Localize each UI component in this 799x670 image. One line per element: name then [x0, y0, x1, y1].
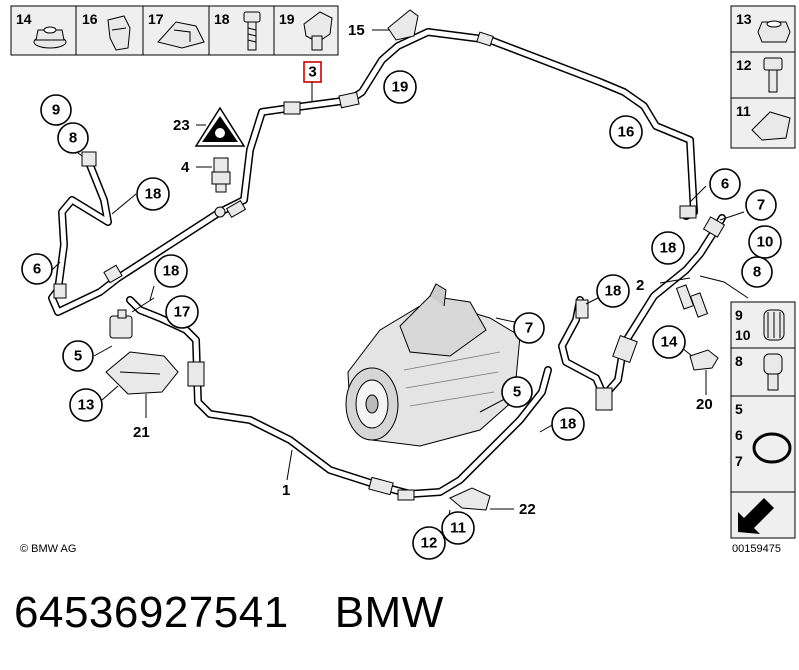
- bracket-15-part: [387, 9, 419, 41]
- valve-cap-part: [109, 309, 133, 339]
- strip-label-0: 14: [16, 11, 32, 27]
- clip-11-icon: [751, 111, 791, 141]
- svg-text:14: 14: [661, 334, 678, 351]
- callout-12: 12: [412, 526, 446, 560]
- svg-text:19: 19: [392, 79, 409, 96]
- strip-label-1: 16: [82, 11, 98, 27]
- side-panel: 13 12 11 9 10 8 5 6 7: [730, 5, 796, 539]
- pressure-sensor-part: [211, 157, 231, 193]
- callout-7-b: 7: [513, 312, 545, 344]
- callout-19: 19: [383, 70, 417, 104]
- callout-5-b: 5: [501, 376, 533, 408]
- callout-21: 21: [133, 424, 150, 441]
- svg-text:17: 17: [174, 304, 191, 321]
- holder-icon: [303, 11, 333, 51]
- strip-label-3: 18: [214, 11, 230, 27]
- svg-text:7: 7: [525, 320, 533, 337]
- callout-18-d: 18: [596, 274, 630, 308]
- side-label-9: 9: [735, 307, 743, 323]
- clip-icon: [107, 15, 131, 51]
- callout-6-b: 6: [709, 168, 741, 200]
- callout-10: 10: [748, 225, 782, 259]
- callout-6-a: 6: [21, 253, 53, 285]
- copyright-text: © BMW AG: [20, 543, 76, 555]
- strip-label-4: 19: [279, 11, 295, 27]
- callout-8: 8: [57, 122, 89, 154]
- highlighted-part-label: 3: [303, 61, 322, 106]
- callout-11: 11: [441, 511, 475, 545]
- ac-compressor: [345, 283, 521, 447]
- callout-18-b: 18: [154, 254, 188, 288]
- arrow-icon: [738, 498, 774, 534]
- callout-17: 17: [165, 295, 199, 329]
- callout-23: 23: [173, 117, 190, 134]
- valve-14-parts: [675, 284, 709, 318]
- side-label-10: 10: [735, 327, 751, 343]
- svg-text:10: 10: [757, 234, 774, 251]
- svg-text:3: 3: [308, 64, 316, 81]
- callout-7-a: 7: [745, 189, 777, 221]
- callout-4: 4: [181, 159, 190, 176]
- svg-text:13: 13: [78, 397, 95, 414]
- nut-icon: [33, 26, 67, 49]
- svg-text:12: 12: [421, 535, 438, 552]
- svg-text:5: 5: [74, 348, 82, 365]
- callout-1: 1: [282, 482, 290, 499]
- parts-diagram: 14 16 17 18 19: [10, 5, 796, 560]
- svg-text:11: 11: [450, 520, 466, 537]
- svg-text:7: 7: [757, 197, 765, 214]
- bracket-icon: [157, 21, 205, 49]
- side-label-6: 6: [735, 427, 743, 443]
- callout-18-e: 18: [551, 407, 585, 441]
- svg-text:18: 18: [163, 263, 180, 280]
- svg-text:6: 6: [721, 176, 729, 193]
- svg-text:18: 18: [605, 283, 622, 300]
- svg-text:8: 8: [753, 264, 761, 281]
- callout-22: 22: [519, 501, 536, 518]
- nut-13-icon: [757, 20, 791, 43]
- callout-13: 13: [69, 388, 103, 422]
- svg-text:8: 8: [69, 130, 77, 147]
- line-fittings: [53, 31, 726, 501]
- side-label-7: 7: [735, 453, 743, 469]
- parts-strip-top: 14 16 17 18 19: [10, 5, 339, 56]
- valve-8-icon: [763, 353, 783, 391]
- o-ring-icon: [752, 432, 792, 464]
- side-label-11: 11: [736, 103, 751, 119]
- callout-5-a: 5: [62, 340, 94, 372]
- bracket-part: [105, 351, 179, 395]
- callout-18-c: 18: [651, 231, 685, 265]
- callout-20: 20: [696, 396, 713, 413]
- svg-text:18: 18: [145, 186, 162, 203]
- side-label-12: 12: [736, 57, 752, 73]
- callout-16: 16: [609, 115, 643, 149]
- footer-caption: 64536927541 BMW: [14, 588, 490, 638]
- image-code: 00159475: [732, 543, 781, 555]
- svg-text:16: 16: [618, 124, 635, 141]
- callout-15: 15: [348, 22, 365, 39]
- side-label-13: 13: [736, 11, 752, 27]
- sensor-20-part: [689, 349, 719, 371]
- strip-label-2: 17: [148, 11, 164, 27]
- svg-text:18: 18: [660, 240, 677, 257]
- cap-9-icon: [763, 309, 785, 341]
- bracket-22-part: [449, 487, 491, 511]
- callout-8-b: 8: [741, 256, 773, 288]
- bolt-icon: [243, 11, 261, 51]
- side-label-8: 8: [735, 353, 743, 369]
- callout-14: 14: [652, 325, 686, 359]
- callout-18-a: 18: [136, 177, 170, 211]
- svg-text:5: 5: [513, 384, 521, 401]
- brand-name: BMW: [334, 588, 444, 637]
- svg-text:9: 9: [52, 102, 60, 119]
- callout-2: 2: [636, 277, 644, 294]
- side-label-5: 5: [735, 401, 743, 417]
- part-number: 64536927541: [14, 588, 289, 637]
- bolt-12-icon: [763, 57, 783, 93]
- warning-label-part: [194, 106, 246, 147]
- svg-text:18: 18: [560, 416, 577, 433]
- svg-text:6: 6: [33, 261, 41, 278]
- callout-9: 9: [40, 94, 72, 126]
